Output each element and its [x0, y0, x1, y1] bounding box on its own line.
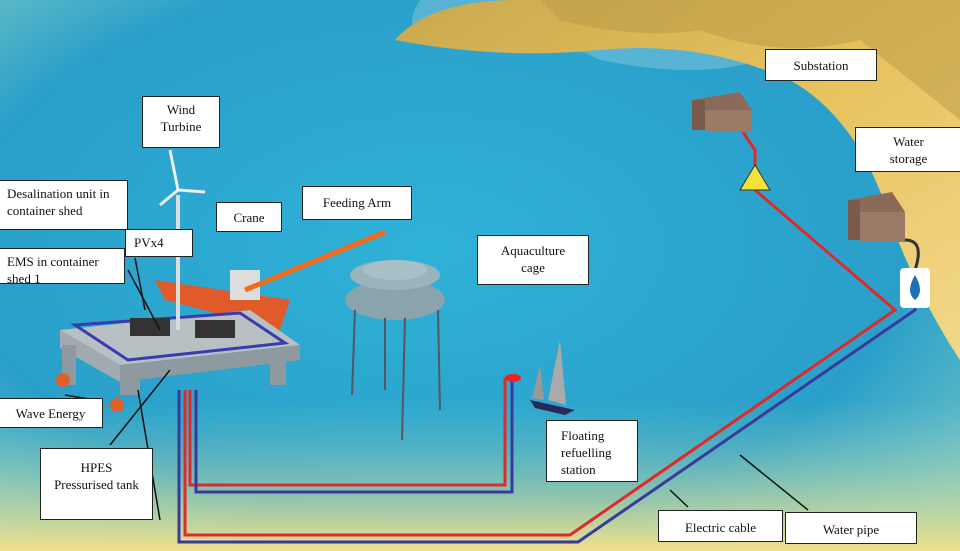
- substation-building: [692, 92, 752, 132]
- platform: [56, 310, 300, 412]
- sailboat: [530, 340, 575, 415]
- coastline-land: [395, 0, 960, 360]
- label-desalination-unit: Desalination unit in container shed: [0, 180, 128, 230]
- aquaculture-cage: [345, 260, 445, 441]
- label-ems: EMS in container shed 1: [0, 248, 125, 284]
- label-pv: PVx4: [125, 229, 193, 257]
- crane-arm: [244, 229, 386, 293]
- high-voltage-icon: [739, 164, 771, 191]
- water-storage-building: [848, 192, 905, 242]
- label-feeding-arm: Feeding Arm: [302, 186, 412, 220]
- label-aquaculture-cage: Aquaculture cage: [477, 235, 589, 285]
- label-floating-refuelling: Floating refuelling station: [546, 420, 638, 482]
- label-substation: Substation: [765, 49, 877, 81]
- label-wave-energy: Wave Energy: [0, 398, 103, 428]
- electric-cable-line: [183, 119, 898, 537]
- label-crane: Crane: [216, 202, 282, 232]
- label-hpes: HPES Pressurised tank: [40, 448, 153, 520]
- refuelling-buoy: [505, 374, 521, 382]
- label-water-storage: Water storage: [855, 127, 960, 172]
- label-water-pipe: Water pipe: [785, 512, 917, 544]
- label-electric-cable: Electric cable: [658, 510, 783, 542]
- wind-turbine: [159, 149, 206, 330]
- label-wind-turbine: Wind Turbine: [142, 96, 220, 148]
